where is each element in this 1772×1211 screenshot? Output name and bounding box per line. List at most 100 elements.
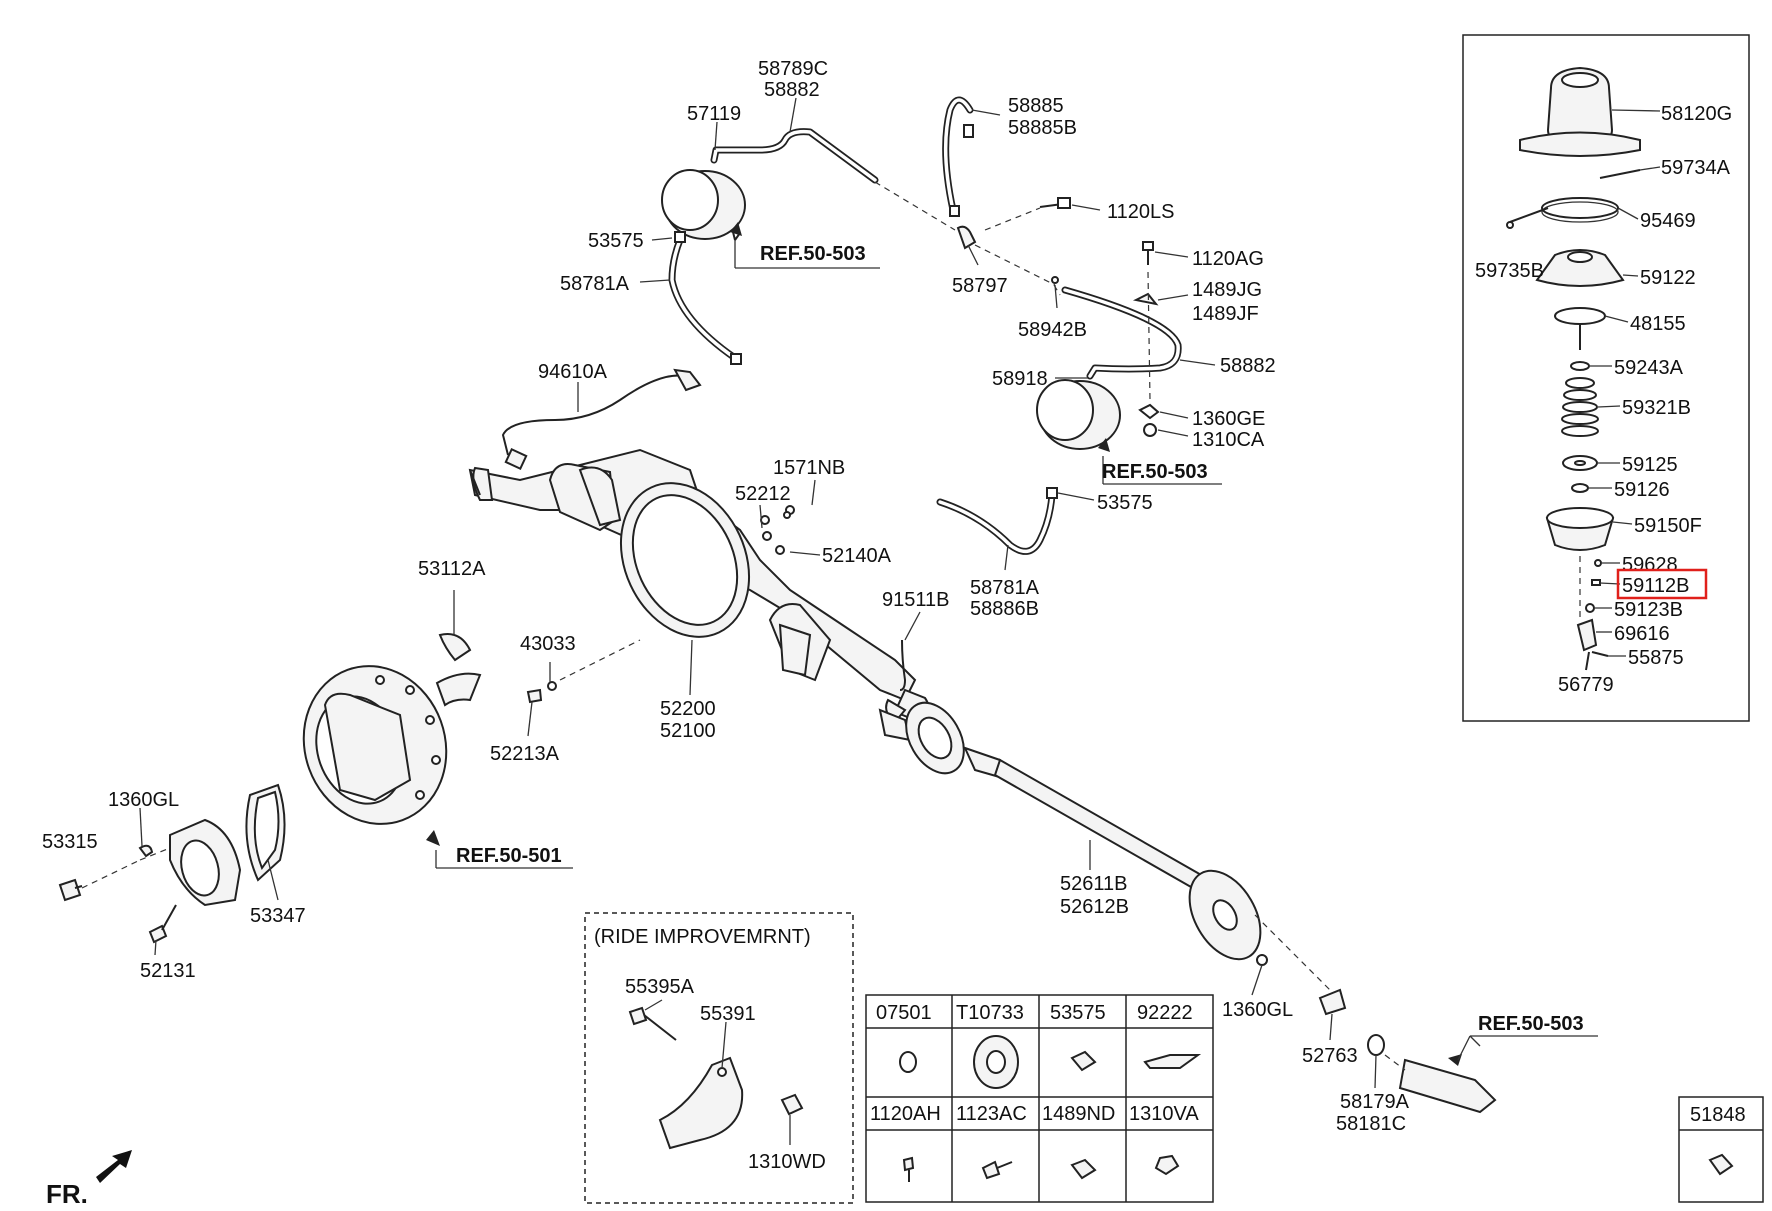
highlight-box	[1616, 568, 1708, 600]
part-label: 1310CA	[1192, 429, 1265, 451]
parts-table: 07501 T10733 53575 92222 1120AH 1123AC 1…	[865, 994, 1214, 1203]
part-label: 52213A	[490, 743, 560, 765]
brake-chamber-right	[1036, 241, 1182, 450]
table-header: 1120AH	[870, 1103, 941, 1125]
part-label: 58918	[992, 368, 1048, 390]
part-label: 53112A	[418, 558, 486, 580]
part-label: 59321B	[1622, 397, 1691, 419]
part-label: 59123B	[1614, 599, 1683, 621]
part-label: 59126	[1614, 479, 1670, 501]
part-label: 1310WD	[748, 1151, 826, 1173]
ref-label: REF.50-503	[760, 243, 866, 265]
part-label: 58179A	[1340, 1091, 1410, 1113]
part-label: 58181C	[1336, 1113, 1406, 1135]
part-label: 58781A	[970, 577, 1040, 599]
part-label: 69616	[1614, 623, 1670, 645]
part-label: 59628	[1622, 554, 1678, 576]
ref-label: REF.50-503	[1478, 1013, 1584, 1035]
part-label: 58885B	[1008, 117, 1077, 139]
brake-chamber-left	[661, 128, 956, 365]
part-label: 53347	[250, 905, 306, 927]
ref-callouts	[426, 222, 1598, 1066]
part-label: 52131	[140, 960, 196, 982]
ref-label: REF.50-503	[1102, 461, 1208, 483]
bearing-53112A	[435, 633, 482, 707]
part-label: 52212	[735, 483, 791, 505]
table-header: 1123AC	[956, 1103, 1027, 1125]
part-label: 59125	[1622, 454, 1678, 476]
part-label: 58885	[1008, 95, 1064, 117]
hub-nut-assembly	[58, 818, 242, 944]
part-label: 57119	[687, 103, 741, 125]
part-labels: 58789C 58882 57119 53575 58781A 58885 58…	[42, 58, 1584, 1173]
part-label: 55391	[700, 1003, 756, 1025]
part-label: 48155	[1630, 313, 1686, 335]
part-label: 1489JG	[1192, 279, 1262, 301]
part-label: 52763	[1302, 1045, 1358, 1067]
part-label: 1360GE	[1192, 408, 1265, 430]
table-header: 1310VA	[1129, 1103, 1199, 1125]
part-label: 59735B	[1475, 260, 1544, 282]
part-label: 53315	[42, 831, 98, 853]
part-label: 52611B	[1060, 873, 1127, 895]
part-label: 52140A	[822, 545, 892, 567]
part-label: 59734A	[1661, 157, 1731, 179]
axle-end-parts	[1367, 1034, 1497, 1114]
part-label: 1120AG	[1192, 248, 1264, 270]
misc-bolts	[526, 511, 1347, 1016]
spring-panel-labels: 58120G 59734A 95469 59735B 59122 48155 5…	[1475, 103, 1732, 696]
part-label: 95469	[1640, 210, 1696, 232]
part-label: 43033	[520, 633, 576, 655]
part-label: 52200	[660, 698, 716, 720]
ride-improvement-parts	[628, 1006, 804, 1150]
part-label: 58882	[1220, 355, 1276, 377]
table-header: 53575	[1050, 1002, 1106, 1024]
part-label: 1360GL	[108, 789, 179, 811]
front-label: FR.	[46, 1179, 88, 1209]
leader-lines	[139, 97, 1377, 1145]
part-label: 58120G	[1661, 103, 1732, 125]
table-header: 92222	[1137, 1002, 1193, 1024]
part-label: 1120LS	[1107, 201, 1174, 223]
part-box-51848: 51848	[1678, 1096, 1764, 1203]
hose-53575-lower	[936, 487, 1058, 555]
part-label: 59150F	[1634, 515, 1702, 537]
part-label-highlighted: 59112B	[1622, 575, 1689, 597]
sensor-94610A	[501, 368, 702, 471]
part-label: 58942B	[1018, 319, 1087, 341]
part-label: 1571NB	[773, 457, 845, 479]
part-label: 58886B	[970, 598, 1039, 620]
hub-cap-53347	[245, 783, 286, 882]
part-label: 1489JF	[1192, 303, 1259, 325]
front-direction-indicator: FR.	[46, 1150, 132, 1209]
table-header: 1489ND	[1042, 1103, 1115, 1125]
part-label: 56779	[1558, 674, 1614, 696]
part-label: 55875	[1628, 647, 1684, 669]
part-label: 59122	[1640, 267, 1696, 289]
part-label: 58781A	[560, 273, 630, 295]
part-label: 1360GL	[1222, 999, 1293, 1021]
ref-label: REF.50-501	[456, 845, 562, 867]
axle-shaft	[905, 701, 1341, 1001]
box-header: 51848	[1690, 1104, 1746, 1126]
front-arrow-icon	[96, 1150, 132, 1183]
part-label: 52100	[660, 720, 716, 742]
part-label: 59243A	[1614, 357, 1684, 379]
spring-panel-leaders	[1588, 109, 1661, 657]
part-label: 52612B	[1060, 896, 1129, 918]
part-label: 53575	[588, 230, 644, 252]
spring-assembly-panel	[1462, 34, 1750, 722]
hose-58885	[942, 96, 1071, 286]
part-label: 58797	[952, 275, 1008, 297]
table-header: 07501	[876, 1002, 932, 1024]
ride-improvement-title: (RIDE IMPROVEMRNT)	[594, 926, 811, 948]
part-label: 94610A	[538, 361, 608, 383]
part-label: 58789C	[758, 58, 828, 80]
part-label: 58882	[764, 79, 820, 101]
part-label: 55395A	[625, 976, 695, 998]
part-label: 91511B	[882, 589, 949, 611]
part-label: 53575	[1097, 492, 1153, 514]
table-header: T10733	[956, 1002, 1024, 1024]
wheel-hub	[302, 665, 448, 825]
